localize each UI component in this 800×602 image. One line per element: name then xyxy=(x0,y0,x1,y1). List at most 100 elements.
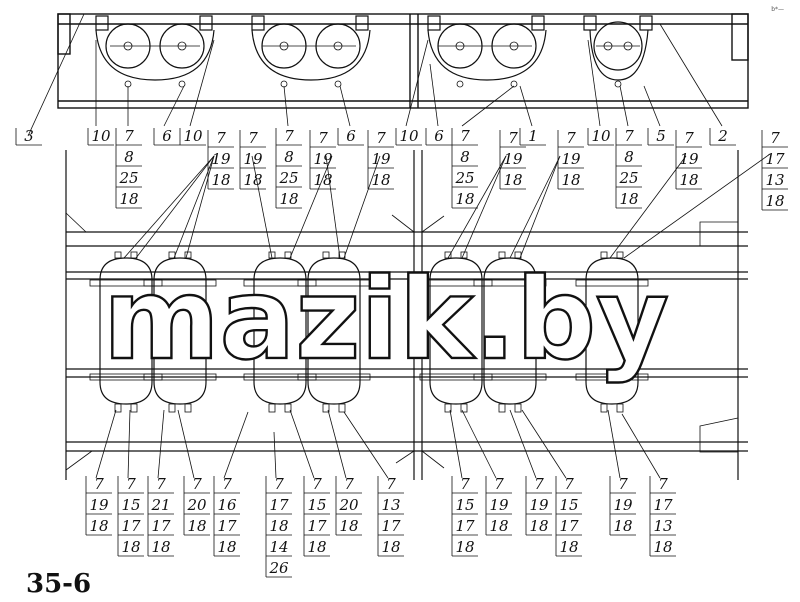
corner-mark: b*— xyxy=(771,6,784,13)
callout-number: 18 xyxy=(269,517,288,535)
callout-number: 18 xyxy=(217,538,236,556)
callout-number: 6 xyxy=(434,127,444,145)
callout-number: 15 xyxy=(121,496,140,514)
callout-number: 18 xyxy=(619,190,638,208)
frame-structure xyxy=(57,13,749,480)
callout-number: 7 xyxy=(460,127,470,145)
callout-number: 7 xyxy=(312,475,322,493)
upper-callout: 7 19 18 xyxy=(309,129,336,190)
top-callout: 3 xyxy=(15,127,42,146)
callout-number: 10 xyxy=(399,127,419,145)
upper-callout: 7 17 13 18 xyxy=(761,129,788,211)
callout-number: 8 xyxy=(460,148,470,166)
callout-number: 18 xyxy=(455,538,474,556)
callout-number: 6 xyxy=(162,127,172,145)
callout-number: 18 xyxy=(121,538,140,556)
callout-number: 1 xyxy=(528,127,538,145)
callout-number: 7 xyxy=(248,129,258,147)
callout-number: 7 xyxy=(222,475,232,493)
callout-number: 13 xyxy=(653,517,672,535)
callout-number: 20 xyxy=(186,496,207,514)
callout-number: 18 xyxy=(211,171,230,189)
callout-number: 15 xyxy=(307,496,326,514)
top-callout: 2 xyxy=(709,127,736,146)
callout-number: 7 xyxy=(318,129,328,147)
callout-number: 6 xyxy=(346,127,356,145)
callout-number: 7 xyxy=(156,475,166,493)
callout-number: 21 xyxy=(150,496,170,514)
callout-number: 10 xyxy=(591,127,611,145)
callout-number: 17 xyxy=(269,496,289,514)
callout-number: 15 xyxy=(455,496,474,514)
callout-number: 18 xyxy=(187,517,206,535)
top-callout: 6 xyxy=(153,127,180,146)
callout-number: 19 xyxy=(89,496,109,514)
callout-number: 18 xyxy=(613,517,632,535)
callout-number: 17 xyxy=(653,496,673,514)
callout-number: 19 xyxy=(371,150,391,168)
callout-number: 19 xyxy=(503,150,523,168)
callout-number: 19 xyxy=(613,496,633,514)
callout-number: 18 xyxy=(313,171,332,189)
callout-number: 25 xyxy=(278,169,298,187)
callout-number: 18 xyxy=(489,517,508,535)
callout-number: 18 xyxy=(529,517,548,535)
vertical-receiver xyxy=(575,251,649,413)
callout-number: 7 xyxy=(284,127,294,145)
callout-number: 17 xyxy=(765,150,785,168)
callout-number: 7 xyxy=(126,475,136,493)
callout-number: 16 xyxy=(217,496,237,514)
top-callout: 6 xyxy=(337,127,364,146)
callout-number: 18 xyxy=(381,538,400,556)
callout-number: 18 xyxy=(653,538,672,556)
top-callout: 10 xyxy=(587,127,614,146)
vertical-receiver xyxy=(473,251,547,413)
callout-number: 17 xyxy=(307,517,327,535)
callout-number: 18 xyxy=(765,192,784,210)
bottom-callout: 7 19 18 xyxy=(525,475,552,536)
vertical-receiver xyxy=(297,251,371,413)
vertical-receiver xyxy=(89,251,163,413)
callout-number: 13 xyxy=(765,171,784,189)
callout-number: 17 xyxy=(381,517,401,535)
callout-number: 10 xyxy=(183,127,203,145)
callout-number: 7 xyxy=(508,129,518,147)
figure-number: 35-6 xyxy=(26,569,91,599)
callout-number: 7 xyxy=(534,475,544,493)
callout-number: 25 xyxy=(618,169,638,187)
callout-number: 8 xyxy=(124,148,134,166)
vertical-receiver xyxy=(143,251,217,413)
callout-number: 17 xyxy=(559,517,579,535)
callout-number: 17 xyxy=(455,517,475,535)
callout-number: 20 xyxy=(338,496,359,514)
callout-number: 7 xyxy=(770,129,780,147)
callout-number: 19 xyxy=(561,150,581,168)
vertical-receiver xyxy=(419,251,493,413)
callout-number: 19 xyxy=(243,150,263,168)
callout-number: 18 xyxy=(371,171,390,189)
callout-number: 18 xyxy=(89,517,108,535)
callout-number: 18 xyxy=(243,171,262,189)
callout-number: 15 xyxy=(559,496,578,514)
callout-number: 19 xyxy=(313,150,333,168)
callout-number: 17 xyxy=(217,517,237,535)
top-callout: 10 xyxy=(395,127,422,146)
top-callout: 6 xyxy=(425,127,452,146)
callout-number: 8 xyxy=(284,148,294,166)
callout-number: 19 xyxy=(529,496,549,514)
callout-number: 17 xyxy=(121,517,141,535)
